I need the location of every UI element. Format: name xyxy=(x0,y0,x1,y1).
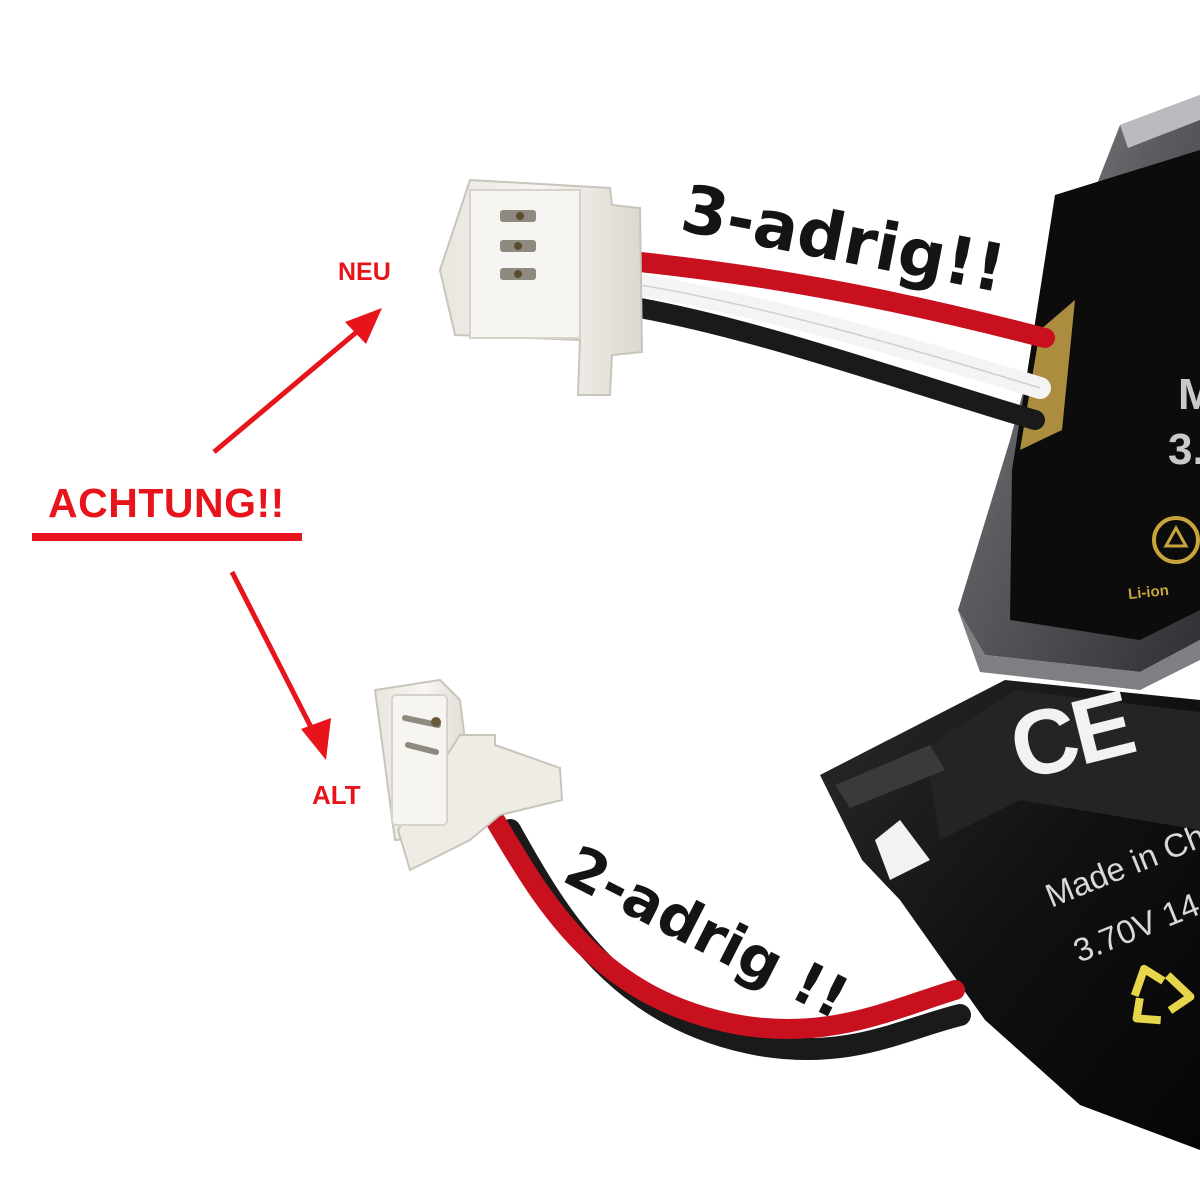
battery-print-top-1: M xyxy=(1178,370,1200,419)
recycle-icon xyxy=(1130,964,1195,1025)
three-pin-connector xyxy=(438,178,644,396)
label-old: ALT xyxy=(312,780,361,810)
label-new: NEU xyxy=(338,258,391,286)
two-wire-cable xyxy=(485,810,971,1061)
warning-underline xyxy=(32,533,302,541)
two-pin-connector xyxy=(373,678,564,872)
battery-new xyxy=(958,95,1200,690)
battery-print-top-2: 3. xyxy=(1168,425,1200,474)
arrow-up-right-icon xyxy=(212,308,382,454)
warning-label: ACHTUNG!! xyxy=(48,480,285,526)
three-wire-cable xyxy=(629,252,1055,430)
battery-old xyxy=(820,680,1200,1150)
arrow-down-right-icon xyxy=(229,570,331,760)
recycle-icon xyxy=(1152,516,1200,564)
